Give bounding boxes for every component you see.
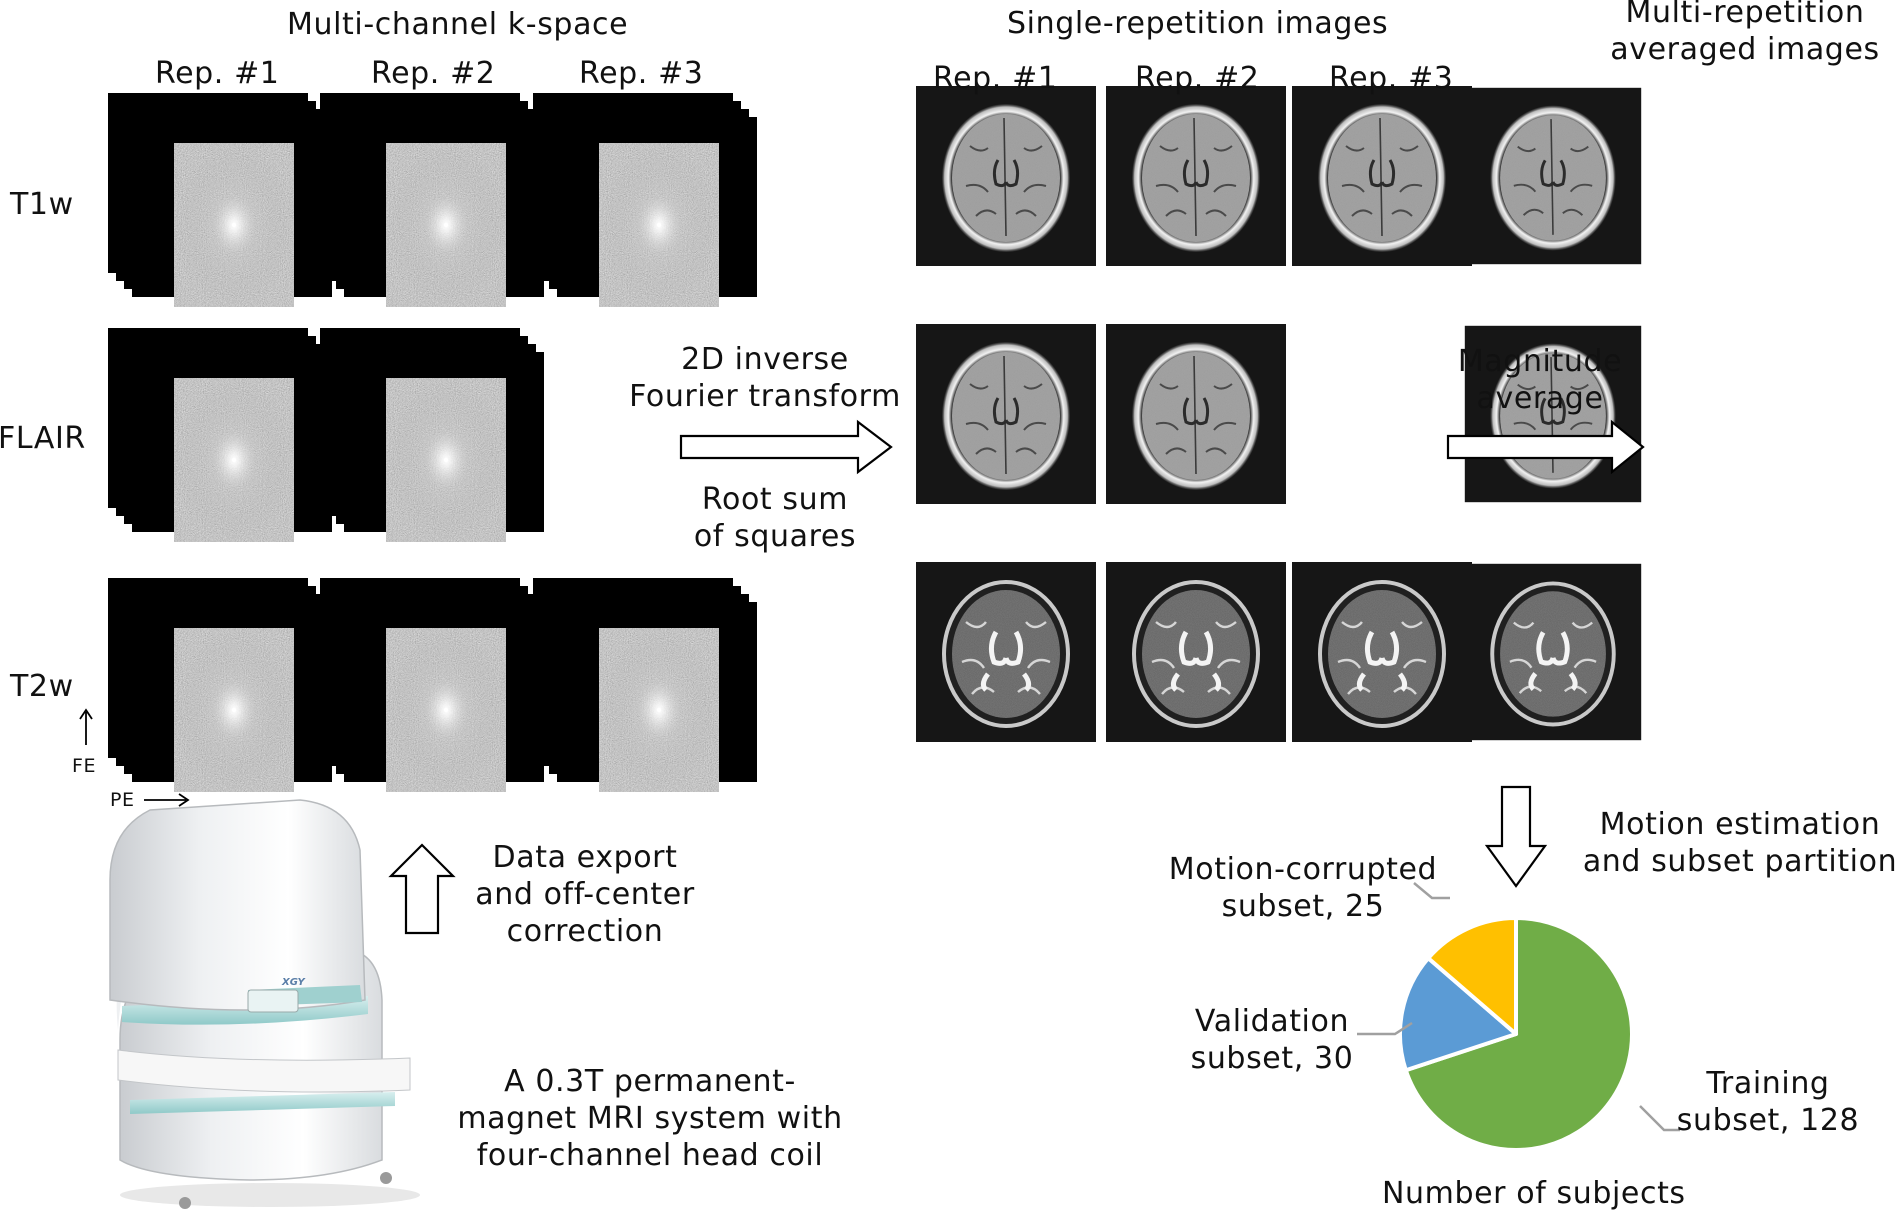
pie-label-training: Training subset, 128 bbox=[1668, 1065, 1868, 1139]
kspace-stack-t1w-rep-3 bbox=[533, 93, 757, 307]
kspace-stack-t1w-rep-2 bbox=[320, 93, 544, 307]
kspace-header: Multi-channel k-space bbox=[287, 7, 629, 42]
image-t2w-averaged bbox=[1465, 564, 1641, 740]
image-t1w-rep-3 bbox=[1292, 86, 1472, 266]
leader-validation bbox=[1357, 1021, 1413, 1036]
image-t2w-rep-3 bbox=[1292, 562, 1472, 742]
kspace-rep-3: Rep. #3 bbox=[579, 56, 704, 91]
image-flair-rep-1 bbox=[916, 324, 1096, 504]
kspace-stack-flair-rep-2 bbox=[320, 328, 544, 542]
motion-line1: Motion estimation bbox=[1599, 807, 1881, 842]
pie-title: Number of subjects bbox=[1382, 1176, 1686, 1211]
export-arrow bbox=[388, 843, 456, 935]
pie-label-validation-line2: subset, 30 bbox=[1190, 1041, 1354, 1076]
leader-motion bbox=[1413, 882, 1450, 900]
image-t2w-rep-2 bbox=[1106, 562, 1286, 742]
kspace-stacks bbox=[108, 93, 757, 792]
pie-label-training-line1: Training bbox=[1706, 1066, 1830, 1101]
scanner-brand: XGY bbox=[281, 977, 307, 988]
scanner-caption-line1: A 0.3T permanent- bbox=[504, 1064, 796, 1099]
export-line3: correction bbox=[506, 914, 664, 949]
kspace-rep-2: Rep. #2 bbox=[371, 56, 496, 91]
ifft-line2: Fourier transform bbox=[629, 379, 901, 414]
pie-label-validation-line1: Validation bbox=[1194, 1004, 1350, 1039]
subjects-pie-chart bbox=[1398, 916, 1634, 1152]
ifft-arrow bbox=[679, 419, 893, 475]
mri-scanner-illustration: XGY bbox=[109, 799, 420, 1209]
kspace-stack-t2w-rep-3 bbox=[533, 578, 757, 792]
ifft-line1: 2D inverse bbox=[681, 342, 849, 377]
kspace-stack-t1w-rep-1 bbox=[108, 93, 332, 307]
motion-arrow bbox=[1484, 785, 1548, 888]
kspace-stack-flair-rep-1 bbox=[108, 328, 332, 542]
multi-rep-header: Multi-repetition averaged images bbox=[1585, 0, 1895, 68]
average-line2: average bbox=[1476, 381, 1604, 416]
fe-axis-label: FE bbox=[72, 755, 97, 777]
image-t1w-rep-2 bbox=[1106, 86, 1286, 266]
pie-slice-training bbox=[1403, 916, 1634, 1152]
leader-training bbox=[1639, 1105, 1680, 1132]
export-line2: and off-center bbox=[475, 877, 695, 912]
scanner-caption-line3: four-channel head coil bbox=[476, 1138, 824, 1173]
pie-label-training-line2: subset, 128 bbox=[1676, 1103, 1860, 1138]
pie-label-motion: Motion-corrupted subset, 25 bbox=[1158, 851, 1448, 925]
pe-axis-label: PE bbox=[110, 789, 135, 811]
pie-label-motion-line1: Motion-corrupted bbox=[1168, 852, 1438, 887]
kspace-stack-t2w-rep-2 bbox=[320, 578, 544, 792]
pie-slice-validation bbox=[1398, 956, 1518, 1073]
image-rep-1: Rep. #1 bbox=[933, 61, 1058, 96]
motion-step-label: Motion estimation and subset partition bbox=[1570, 806, 1895, 880]
average-line1: Magnitude bbox=[1457, 344, 1623, 379]
kspace-stack-t2w-rep-1 bbox=[108, 578, 332, 792]
average-step-label: Magnitude average bbox=[1400, 343, 1680, 417]
rss-line2: of squares bbox=[693, 519, 857, 554]
row-label-flair: FLAIR bbox=[0, 421, 86, 456]
row-label-t2w: T2w bbox=[10, 669, 74, 704]
fe-axis-arrow bbox=[79, 708, 93, 745]
image-rep-2: Rep. #2 bbox=[1135, 61, 1260, 96]
export-step-label: Data export and off-center correction bbox=[440, 839, 730, 950]
pie-label-validation: Validation subset, 30 bbox=[1172, 1003, 1372, 1077]
image-t2w-rep-1 bbox=[916, 562, 1096, 742]
scanner-caption-line2: magnet MRI system with bbox=[457, 1101, 843, 1136]
ifft-step-label: 2D inverse Fourier transform bbox=[600, 341, 930, 415]
image-flair-rep-2 bbox=[1106, 324, 1286, 504]
pie-label-motion-line2: subset, 25 bbox=[1221, 889, 1385, 924]
pie-slice-motion-corrupted bbox=[1426, 916, 1518, 1036]
average-arrow bbox=[1446, 419, 1645, 475]
rss-step-label: Root sum of squares bbox=[625, 481, 925, 555]
image-t1w-rep-1 bbox=[916, 86, 1096, 266]
rss-line1: Root sum bbox=[701, 482, 849, 517]
motion-line2: and subset partition bbox=[1582, 844, 1895, 879]
kspace-rep-1: Rep. #1 bbox=[155, 56, 280, 91]
image-rep-3: Rep. #3 bbox=[1329, 61, 1454, 96]
pie-leader-lines bbox=[1357, 882, 1680, 1132]
multi-rep-header-line1: Multi-repetition bbox=[1625, 0, 1865, 30]
export-line1: Data export bbox=[492, 840, 678, 875]
single-rep-header: Single-repetition images bbox=[1007, 6, 1389, 41]
multi-rep-header-line2: averaged images bbox=[1610, 32, 1880, 67]
row-label-t1w: T1w bbox=[10, 187, 74, 222]
image-t1w-averaged bbox=[1465, 88, 1641, 264]
scanner-caption: A 0.3T permanent- magnet MRI system with… bbox=[450, 1063, 850, 1174]
pe-axis-arrow bbox=[144, 793, 190, 807]
